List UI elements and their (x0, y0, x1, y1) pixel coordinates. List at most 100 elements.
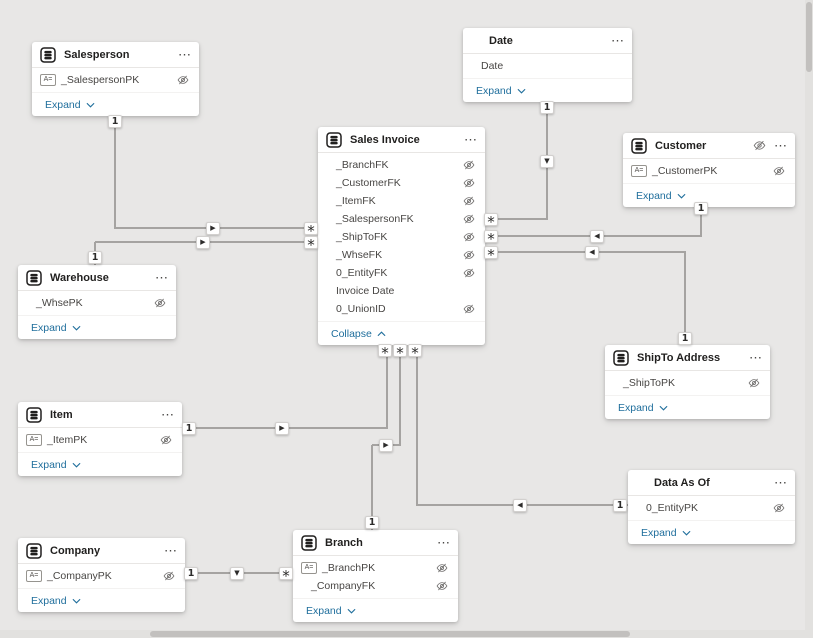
hidden-eye-icon[interactable] (753, 139, 766, 152)
cardinality-many-label[interactable]: * (304, 235, 318, 252)
field-row[interactable]: _BranchFK (318, 156, 485, 174)
relationship-line[interactable] (684, 252, 686, 345)
table-card-customer[interactable]: Customer ⋯ A= _CustomerPK Expand (623, 133, 795, 207)
table-header[interactable]: Salesperson ⋯ (32, 42, 199, 68)
horizontal-scrollbar-thumb[interactable] (150, 631, 630, 637)
field-row[interactable]: 0_EntityFK (318, 264, 485, 282)
table-header[interactable]: Data As Of ⋯ (628, 470, 795, 496)
cardinality-one-label[interactable]: 1 (540, 100, 554, 114)
cardinality-one-label[interactable]: 1 (88, 250, 102, 264)
field-row[interactable]: Date (463, 57, 632, 75)
more-options-icon[interactable]: ⋯ (437, 534, 450, 550)
collapse-toggle[interactable]: Collapse (318, 321, 485, 345)
relationship-line[interactable] (371, 445, 373, 530)
field-row[interactable]: A= _SalespersonPK (32, 71, 199, 89)
table-card-company[interactable]: Company ⋯ A= _CompanyPK Expand (18, 538, 185, 612)
cardinality-many-label[interactable]: * (378, 343, 392, 360)
field-row[interactable]: _SalespersonFK (318, 210, 485, 228)
more-options-icon[interactable]: ⋯ (774, 137, 787, 153)
filter-direction-arrow-icon[interactable]: ◀ (585, 245, 599, 259)
field-row[interactable]: _ShipToFK (318, 228, 485, 246)
filter-direction-arrow-icon[interactable]: ▶ (206, 221, 220, 235)
filter-direction-arrow-icon[interactable]: ▶ (275, 421, 289, 435)
table-card-sales-invoice[interactable]: Sales Invoice ⋯ _BranchFK _CustomerFK _I… (318, 127, 485, 345)
table-card-item[interactable]: Item ⋯ A= _ItemPK Expand (18, 402, 182, 476)
more-options-icon[interactable]: ⋯ (164, 542, 177, 558)
expand-toggle[interactable]: Expand (32, 92, 199, 116)
more-options-icon[interactable]: ⋯ (161, 406, 174, 422)
expand-toggle[interactable]: Expand (18, 452, 182, 476)
cardinality-one-label[interactable]: 1 (108, 114, 122, 128)
table-header[interactable]: ShipTo Address ⋯ (605, 345, 770, 371)
more-options-icon[interactable]: ⋯ (155, 269, 168, 285)
cardinality-one-label[interactable]: 1 (613, 498, 627, 512)
table-card-salesperson[interactable]: Salesperson ⋯ A= _SalespersonPK Expand (32, 42, 199, 116)
cardinality-one-label[interactable]: 1 (694, 201, 708, 215)
horizontal-scrollbar[interactable] (0, 630, 813, 638)
expand-toggle[interactable]: Expand (293, 598, 458, 622)
field-row[interactable]: Invoice Date (318, 282, 485, 300)
vertical-scrollbar-thumb[interactable] (806, 2, 812, 72)
cardinality-many-label[interactable]: * (279, 566, 293, 583)
more-options-icon[interactable]: ⋯ (611, 32, 624, 48)
vertical-scrollbar[interactable] (805, 0, 813, 638)
table-header[interactable]: Sales Invoice ⋯ (318, 127, 485, 153)
table-header[interactable]: Item ⋯ (18, 402, 182, 428)
expand-toggle[interactable]: Expand (18, 588, 185, 612)
field-row[interactable]: _WhseFK (318, 246, 485, 264)
field-row[interactable]: 0_EntityPK (628, 499, 795, 517)
expand-toggle[interactable]: Expand (605, 395, 770, 419)
more-options-icon[interactable]: ⋯ (774, 474, 787, 490)
field-row[interactable]: _WhsePK (18, 294, 176, 312)
expand-toggle[interactable]: Expand (623, 183, 795, 207)
filter-direction-arrow-icon[interactable]: ▼ (540, 154, 554, 168)
table-card-data-as-of[interactable]: Data As Of ⋯ 0_EntityPK Expand (628, 470, 795, 544)
relationship-line[interactable] (399, 345, 401, 446)
field-row[interactable]: A= _CustomerPK (623, 162, 795, 180)
table-header[interactable]: Warehouse ⋯ (18, 265, 176, 291)
filter-direction-arrow-icon[interactable]: ◀ (590, 229, 604, 243)
relationship-line[interactable] (485, 218, 548, 220)
field-row[interactable]: _CustomerFK (318, 174, 485, 192)
cardinality-one-label[interactable]: 1 (678, 331, 692, 345)
field-row[interactable]: _CompanyFK (293, 577, 458, 595)
table-card-shipto-address[interactable]: ShipTo Address ⋯ _ShipToPK Expand (605, 345, 770, 419)
cardinality-one-label[interactable]: 1 (184, 566, 198, 580)
field-row[interactable]: _ShipToPK (605, 374, 770, 392)
filter-direction-arrow-icon[interactable]: ▼ (230, 566, 244, 580)
more-options-icon[interactable]: ⋯ (749, 349, 762, 365)
relationship-line[interactable] (386, 345, 388, 429)
relationship-line[interactable] (700, 201, 702, 237)
cardinality-many-label[interactable]: * (408, 343, 422, 360)
field-row[interactable]: 0_UnionID (318, 300, 485, 318)
field-row[interactable]: A= _BranchPK (293, 559, 458, 577)
table-header[interactable]: Date ⋯ (463, 28, 632, 54)
table-card-warehouse[interactable]: Warehouse ⋯ _WhsePK Expand (18, 265, 176, 339)
field-row[interactable]: A= _CompanyPK (18, 567, 185, 585)
cardinality-many-label[interactable]: * (484, 229, 498, 246)
cardinality-many-label[interactable]: * (484, 245, 498, 262)
more-options-icon[interactable]: ⋯ (464, 131, 477, 147)
table-card-branch[interactable]: Branch ⋯ A= _BranchPK _CompanyFK Expand (293, 530, 458, 622)
cardinality-one-label[interactable]: 1 (365, 515, 379, 529)
table-header[interactable]: Company ⋯ (18, 538, 185, 564)
cardinality-many-label[interactable]: * (393, 343, 407, 360)
filter-direction-arrow-icon[interactable]: ◀ (513, 498, 527, 512)
table-header[interactable]: Customer ⋯ (623, 133, 795, 159)
filter-direction-arrow-icon[interactable]: ▶ (379, 438, 393, 452)
expand-toggle[interactable]: Expand (463, 78, 632, 102)
filter-direction-arrow-icon[interactable]: ▶ (196, 235, 210, 249)
expand-toggle[interactable]: Expand (18, 315, 176, 339)
cardinality-many-label[interactable]: * (304, 221, 318, 238)
cardinality-one-label[interactable]: 1 (182, 421, 196, 435)
field-row[interactable]: _ItemFK (318, 192, 485, 210)
expand-toggle[interactable]: Expand (628, 520, 795, 544)
relationship-line[interactable] (416, 345, 418, 506)
field-row[interactable]: A= _ItemPK (18, 431, 182, 449)
more-options-icon[interactable]: ⋯ (178, 46, 191, 62)
table-header[interactable]: Branch ⋯ (293, 530, 458, 556)
cardinality-many-label[interactable]: * (484, 212, 498, 229)
relationship-line[interactable] (114, 114, 116, 229)
table-card-date[interactable]: Date ⋯ Date Expand (463, 28, 632, 102)
